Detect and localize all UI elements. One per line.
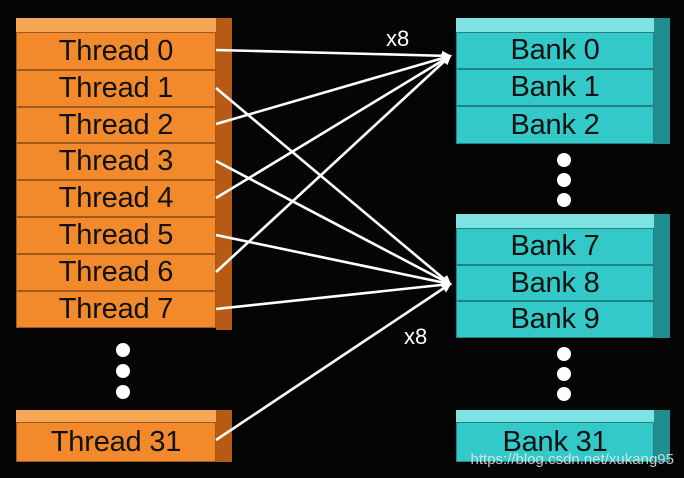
bank-1-label: Bank 1 bbox=[510, 71, 600, 103]
multiplier-bottom: x8 bbox=[404, 324, 428, 349]
bank-7: Bank 7 bbox=[456, 228, 654, 265]
thread-0: Thread 0 bbox=[16, 32, 216, 70]
bank-0: Bank 0 bbox=[456, 32, 654, 69]
bank-2: Bank 2 bbox=[456, 106, 654, 144]
bank-2-label: Bank 2 bbox=[510, 108, 600, 141]
thread-31: Thread 31 bbox=[16, 422, 216, 462]
thread-6: Thread 6 bbox=[16, 254, 216, 291]
thread-31-label: Thread 31 bbox=[50, 425, 182, 458]
bank-ellipsis-dot-1 bbox=[557, 153, 571, 167]
thread-ellipsis-dot-3 bbox=[116, 385, 130, 399]
arrow-thread7-to-bank8 bbox=[215, 279, 452, 311]
bank-group-mid-top-face bbox=[456, 214, 670, 228]
arrow-thread5-to-bank8 bbox=[215, 233, 452, 288]
thread-4: Thread 4 bbox=[16, 180, 216, 217]
arrow-thread4-to-bank0 bbox=[215, 54, 452, 200]
arrow-thread1-to-bank8 bbox=[215, 87, 452, 286]
bank-8: Bank 8 bbox=[456, 265, 654, 301]
arrow-thread2-to-bank0 bbox=[215, 53, 452, 126]
bank-ellipsis-dot-3 bbox=[557, 193, 571, 207]
bank-9-label: Bank 9 bbox=[510, 303, 600, 335]
bank-ellipsis-dot-2 bbox=[557, 173, 571, 187]
arrow-thread3-to-bank8 bbox=[215, 159, 452, 286]
bank-ellipsis-dot-4 bbox=[557, 347, 571, 361]
thread-2: Thread 2 bbox=[16, 107, 216, 143]
bank-8-label: Bank 8 bbox=[510, 266, 600, 299]
arrow-thread6-to-bank0 bbox=[215, 54, 452, 273]
thread-1-label: Thread 1 bbox=[58, 72, 174, 104]
arrow-thread31-to-bank8 bbox=[215, 282, 452, 442]
bank-1: Bank 1 bbox=[456, 69, 654, 106]
thread-3-label: Thread 3 bbox=[58, 145, 174, 177]
bank-group-mid-side-face bbox=[654, 214, 670, 338]
arrow-thread0-to-bank0 bbox=[215, 48, 452, 61]
bank-31-top-face bbox=[456, 410, 670, 422]
bank-7-label: Bank 7 bbox=[510, 230, 600, 262]
thread-5: Thread 5 bbox=[16, 217, 216, 254]
bank-ellipsis-dot-6 bbox=[557, 387, 571, 401]
multiplier-top: x8 bbox=[386, 26, 410, 51]
thread-1: Thread 1 bbox=[16, 70, 216, 107]
bank-31: Bank 31 bbox=[456, 422, 654, 462]
thread-ellipsis-dot-1 bbox=[116, 343, 130, 357]
thread-7: Thread 7 bbox=[16, 291, 216, 328]
thread-0-label: Thread 0 bbox=[58, 34, 174, 67]
thread-4-label: Thread 4 bbox=[58, 182, 174, 214]
thread-7-label: Thread 7 bbox=[58, 293, 174, 325]
bank-group-top-top-face bbox=[456, 18, 670, 32]
bank-0-label: Bank 0 bbox=[510, 34, 600, 66]
bank-group-top-side-face bbox=[654, 18, 670, 144]
thread-ellipsis-dot-2 bbox=[116, 364, 130, 378]
bank-9: Bank 9 bbox=[456, 301, 654, 338]
watermark: https://blog.csdn.net/xukang95 bbox=[470, 451, 674, 468]
bank-31-label: Bank 31 bbox=[502, 425, 608, 458]
thread-2-label: Thread 2 bbox=[58, 108, 174, 141]
thread-stack-side-face bbox=[216, 18, 232, 330]
thread-31-top-face bbox=[16, 410, 232, 422]
thread-6-label: Thread 6 bbox=[58, 256, 174, 288]
thread-3: Thread 3 bbox=[16, 143, 216, 180]
bank-31-side-face bbox=[654, 410, 670, 462]
thread-5-label: Thread 5 bbox=[58, 219, 174, 251]
thread-stack-top-face bbox=[16, 18, 232, 32]
bank-ellipsis-dot-5 bbox=[557, 367, 571, 381]
